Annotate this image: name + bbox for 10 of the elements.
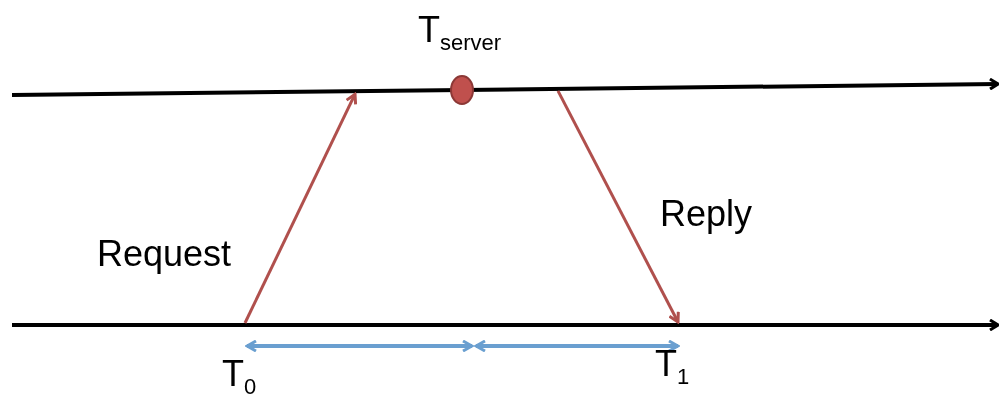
time-label: T$_{1}$ (655, 346, 690, 388)
edge-label: Request (97, 236, 232, 272)
message-arrow (556, 90, 680, 324)
event-dot (450, 75, 474, 105)
timeline-arrow (11, 77, 1000, 97)
time-label: T$_{0}$ (222, 356, 257, 398)
message-arrow (243, 92, 358, 324)
time-label: T$_{server}$ (418, 12, 502, 54)
timeline-arrow (12, 318, 1000, 332)
edge-label: Reply (660, 196, 753, 232)
